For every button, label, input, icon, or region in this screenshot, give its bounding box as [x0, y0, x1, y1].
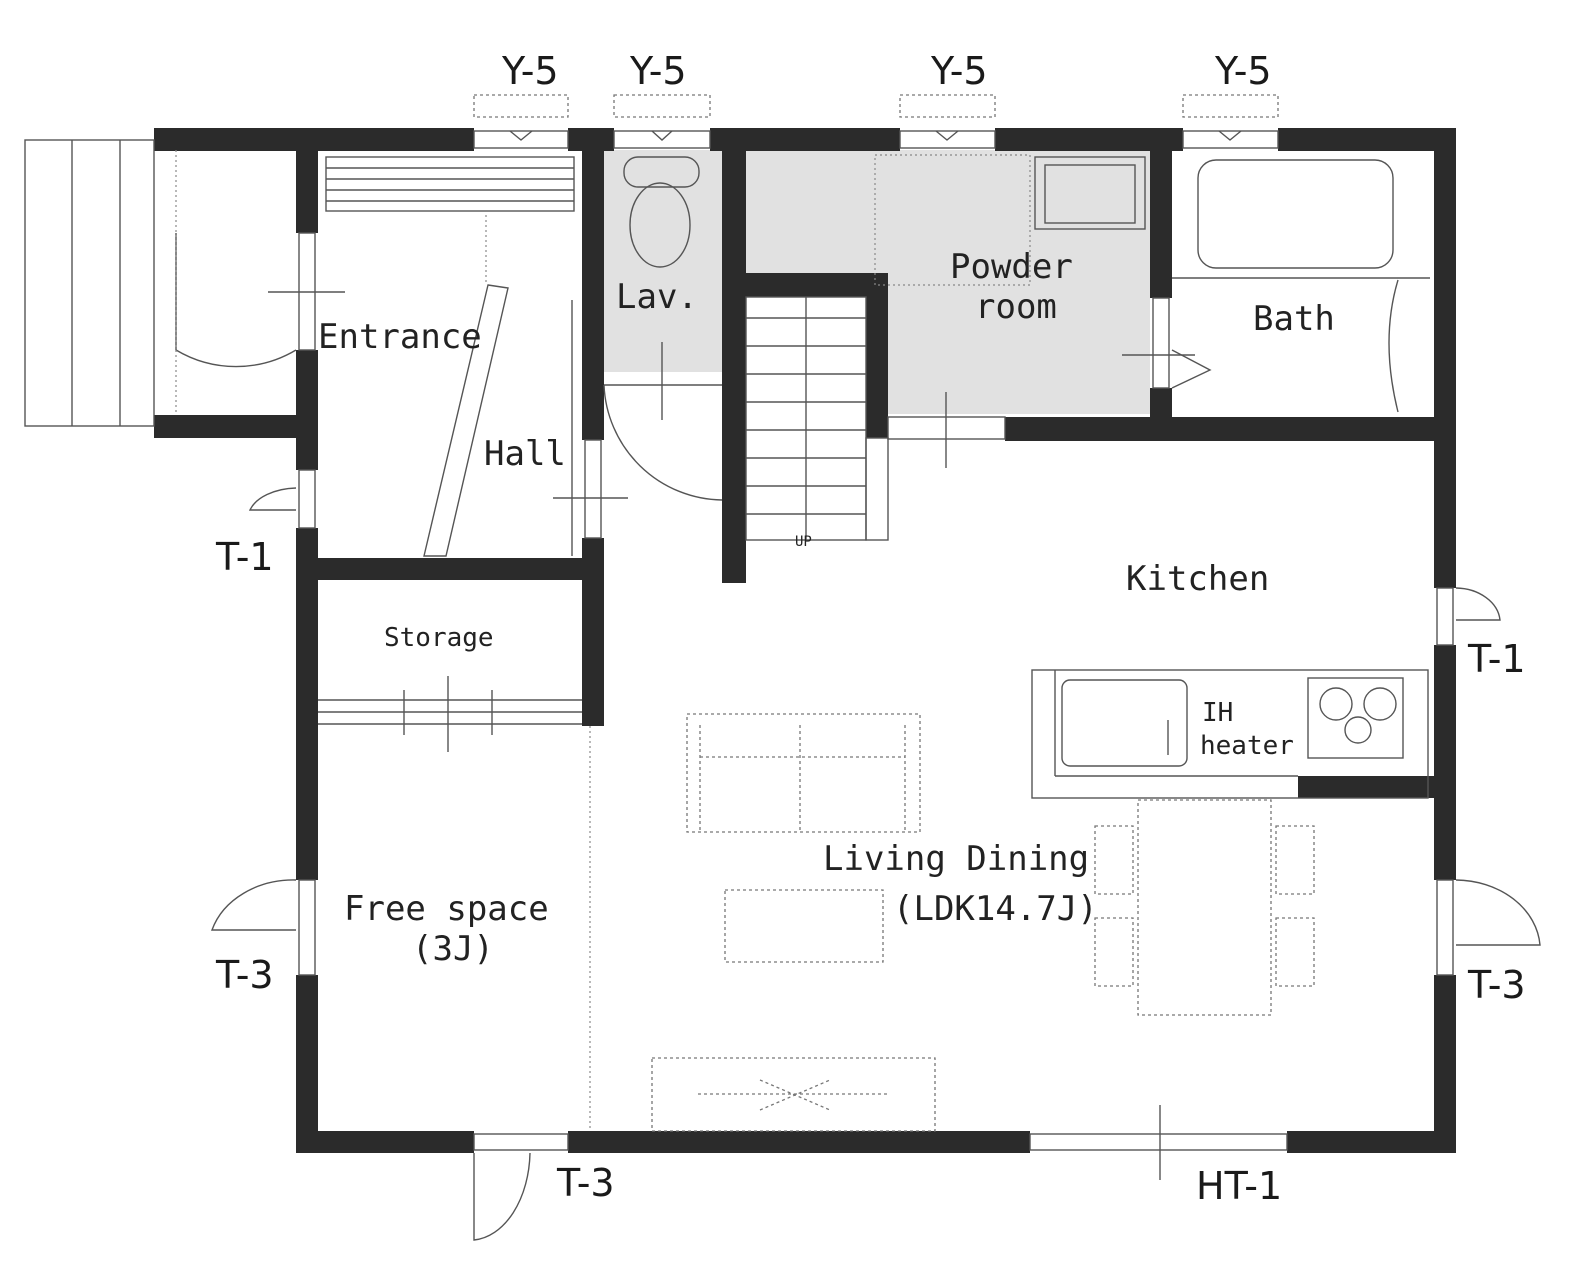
- window-code-right-lower: T-3: [1467, 963, 1526, 1007]
- label-bath: Bath: [1253, 299, 1335, 339]
- furniture: [589, 713, 1315, 1132]
- door-arrows: [268, 291, 1195, 1180]
- porch-steps: [24, 139, 177, 427]
- window-code-top-1: Y-5: [501, 49, 559, 93]
- label-entrance: Entrance: [318, 317, 482, 357]
- window-code-top-4: Y-5: [1214, 49, 1272, 93]
- window-code-top-2: Y-5: [629, 49, 687, 93]
- window-code-right-upper: T-1: [1467, 637, 1526, 681]
- label-hall: Hall: [484, 434, 566, 474]
- window-code-bottom-left: T-3: [556, 1161, 615, 1205]
- label-powder-room-1: Powder: [950, 247, 1073, 287]
- label-lav: Lav.: [616, 277, 698, 317]
- staircase: [745, 296, 867, 541]
- label-ih-2: heater: [1200, 731, 1294, 761]
- toilet: [623, 156, 700, 268]
- top-window-frames: [473, 94, 1279, 149]
- label-stair-up: UP: [795, 534, 812, 550]
- walls: [154, 128, 1456, 1153]
- shoe-cabinet: [325, 156, 575, 557]
- opening-codes: Y-5 Y-5 Y-5 Y-5 T-1 T-1 T-3 T-3 T-3 HT-1: [215, 49, 1526, 1208]
- label-ih-1: IH: [1202, 698, 1233, 728]
- kitchen-counter: [1031, 669, 1429, 799]
- label-kitchen: Kitchen: [1126, 559, 1269, 599]
- door-swings: [175, 233, 1541, 1241]
- label-living-dining-1: Living Dining: [823, 839, 1089, 879]
- washbasin: [874, 154, 1146, 286]
- storage-shelf: [318, 676, 582, 752]
- label-powder-room-2: room: [975, 287, 1057, 327]
- label-storage: Storage: [384, 623, 494, 653]
- window-code-bottom-right: HT-1: [1196, 1164, 1282, 1208]
- label-free-space-2: (3J): [412, 929, 494, 969]
- room-labels: Entrance Hall Lav. Powder room Bath Kitc…: [318, 247, 1335, 969]
- label-living-dining-2: (LDK14.7J): [893, 889, 1098, 929]
- label-free-space-1: Free space: [344, 889, 549, 929]
- window-code-left-lower: T-3: [215, 953, 274, 997]
- bathtub: [1172, 159, 1430, 413]
- window-code-left-upper: T-1: [215, 535, 274, 579]
- window-code-top-3: Y-5: [930, 49, 988, 93]
